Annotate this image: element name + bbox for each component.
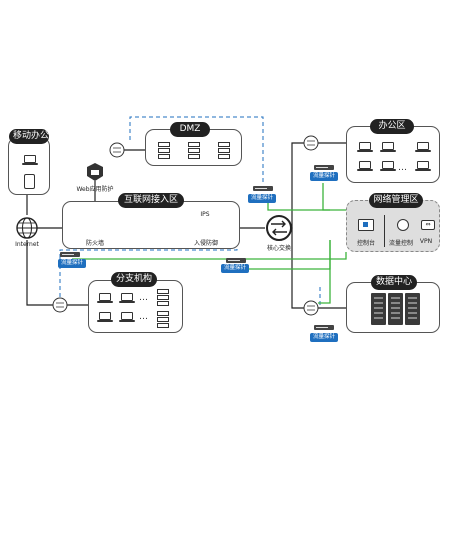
probe-label: 流量探针 [58, 259, 87, 268]
link-internet-branch [26, 240, 53, 306]
zone-title-office: 办公区 [370, 119, 414, 134]
server-icon [388, 293, 403, 325]
laptop-icon [415, 142, 431, 153]
server-icon [405, 293, 420, 325]
probe-device [226, 258, 246, 263]
probe-label: 流量探针 [221, 264, 250, 273]
label-vpn: VPN [419, 238, 433, 245]
zone-title-network-mgmt: 网络管理区 [369, 193, 423, 208]
zone-title-internet-access: 互联网接入区 [118, 193, 184, 208]
server-icon [218, 142, 230, 160]
laptop-icon [97, 293, 113, 304]
probe-label: 流量探针 [310, 333, 339, 342]
link-core-office [287, 142, 304, 229]
switch-icon [52, 135, 319, 316]
green-probe-office [267, 199, 330, 211]
shield-icon [87, 163, 103, 181]
label-core-switch: 核心交换 [266, 245, 291, 252]
ellipsis-icon: … [139, 293, 149, 303]
gauge-icon [397, 219, 409, 231]
laptop-icon [357, 161, 373, 172]
label-firewall: 防火墙 [85, 240, 104, 247]
dashed-dmz-probe [129, 116, 264, 185]
zone-title-branch: 分支机构 [111, 272, 157, 287]
probe-device [314, 165, 334, 170]
laptop-icon [119, 293, 135, 304]
ellipsis-icon: … [398, 163, 408, 173]
probe-device [314, 325, 334, 330]
laptop-icon [357, 142, 373, 153]
laptop-icon [380, 142, 396, 153]
zone-title-dmz: DMZ [170, 122, 210, 137]
probe-device [253, 186, 273, 191]
server-icon [158, 142, 170, 160]
label-web-protect: Web应用防护 [76, 186, 114, 193]
zone-title-mobile: 移动办公 [9, 129, 49, 144]
label-console: 控制台 [356, 240, 375, 247]
server-icon [371, 293, 386, 325]
switch-icon [266, 215, 292, 241]
green-dc-mgmt [318, 240, 331, 304]
laptop-icon [415, 161, 431, 172]
globe-icon [16, 217, 38, 239]
laptop-icon [380, 161, 396, 172]
divider [384, 215, 385, 247]
label-internet: Internet [15, 241, 39, 248]
laptop-icon [22, 155, 38, 166]
green-office-mgmt [322, 183, 346, 211]
server-icon [157, 311, 169, 329]
server-icon [157, 289, 169, 307]
label-intrusion: 入侵防御 [193, 240, 218, 247]
probe-device [60, 252, 80, 257]
tablet-icon [24, 174, 35, 189]
monitor-icon [358, 219, 374, 231]
zone-branch: … … [88, 280, 183, 333]
link-core-dc [287, 227, 304, 309]
probe-label: 流量探针 [310, 172, 339, 181]
probe-label: 流量探针 [248, 194, 277, 203]
zone-office: … [346, 126, 440, 183]
laptop-icon [97, 312, 113, 323]
server-icon [188, 142, 200, 160]
zone-datacenter [346, 282, 440, 333]
zone-mobile [8, 137, 50, 195]
label-flow-control: 流量控制 [388, 240, 413, 247]
green-branch-mgmt [72, 252, 347, 260]
label-ips: IPS [200, 211, 210, 218]
vpn-icon: ⇔ [421, 220, 435, 230]
laptop-icon [119, 312, 135, 323]
ellipsis-icon: … [139, 312, 149, 322]
zone-title-datacenter: 数据中心 [371, 275, 417, 290]
zone-dmz [145, 129, 242, 166]
